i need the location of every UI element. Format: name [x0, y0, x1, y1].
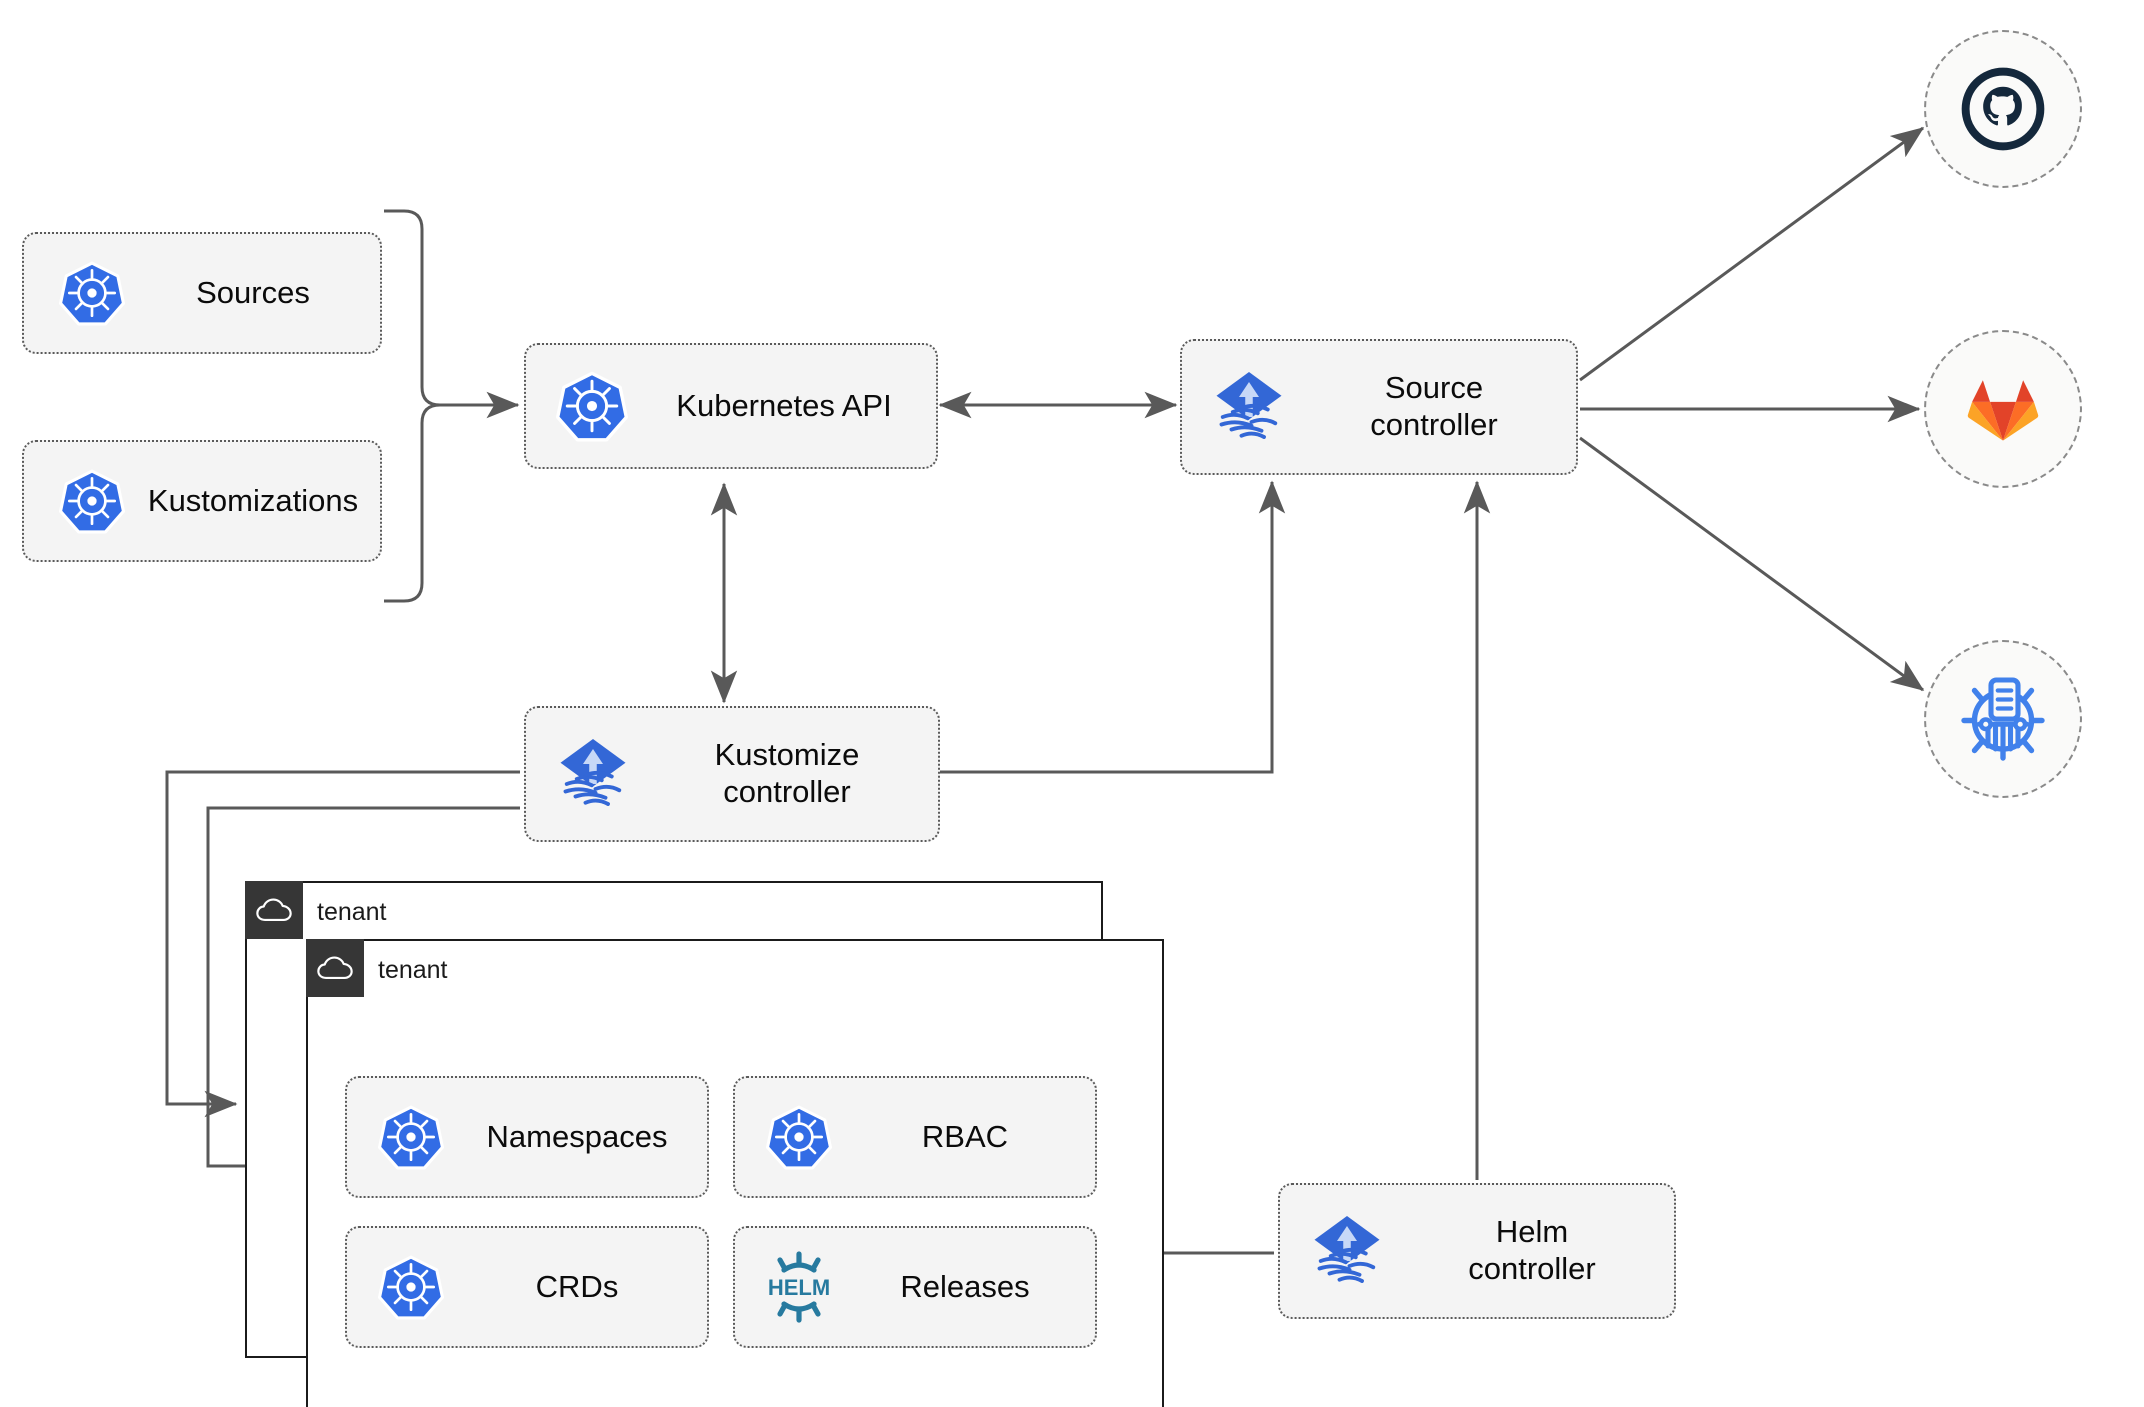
external-source-helm-repository[interactable]	[1924, 640, 2082, 798]
flux-icon	[1194, 367, 1304, 447]
tenant-resource-crds[interactable]: CRDs	[345, 1226, 709, 1348]
kubernetes-icon	[46, 260, 138, 326]
helm-icon: HELM	[751, 1248, 847, 1326]
tenant-resource-rbac[interactable]: RBAC	[733, 1076, 1097, 1198]
tenant-resource-label: Namespaces	[486, 1118, 668, 1154]
controller-card-kubernetes-api[interactable]: Kubernetes API	[524, 343, 938, 469]
kubernetes-icon	[751, 1104, 847, 1170]
tenant-tab	[244, 880, 303, 939]
kubernetes-icon	[46, 468, 138, 534]
tenant-label: tenant	[378, 955, 448, 984]
kubernetes-icon	[540, 370, 644, 442]
tenant-resource-label: Releases	[900, 1268, 1030, 1304]
flux-icon	[1292, 1211, 1402, 1291]
tenant-resource-releases[interactable]: HELM Releases	[733, 1226, 1097, 1348]
github-icon	[1961, 67, 2045, 151]
external-source-github[interactable]	[1924, 30, 2082, 188]
resource-label: Kustomizations	[147, 482, 359, 518]
svg-text:HELM: HELM	[768, 1275, 830, 1300]
flux-icon	[538, 734, 648, 814]
external-source-gitlab[interactable]	[1924, 330, 2082, 488]
gitlab-icon	[1967, 380, 2039, 441]
controller-label: Kubernetes API	[676, 387, 892, 423]
controller-label: Helm controller	[1468, 1214, 1596, 1286]
cloud-icon	[316, 955, 353, 979]
cloud-icon	[255, 897, 292, 921]
controller-card-source-controller[interactable]: Source controller	[1180, 339, 1578, 475]
tenant-tab	[305, 938, 364, 997]
tenant-resource-label: RBAC	[921, 1118, 1009, 1154]
tenant-resource-namespaces[interactable]: Namespaces	[345, 1076, 709, 1198]
kubernetes-icon	[363, 1104, 459, 1170]
resource-card-kustomizations[interactable]: Kustomizations	[22, 440, 382, 562]
kubernetes-icon	[363, 1254, 459, 1320]
controller-label: Kustomize controller	[714, 737, 860, 809]
helm-repository-icon	[1961, 677, 2045, 761]
resource-label: Sources	[196, 274, 310, 310]
controller-card-helm-controller[interactable]: Helm controller	[1278, 1183, 1676, 1319]
tenant-resource-label: CRDs	[535, 1268, 619, 1304]
tenant-frame-front[interactable]: tenant Namespaces	[305, 938, 1164, 1407]
controller-label: Source controller	[1370, 370, 1498, 442]
resource-card-sources[interactable]: Sources	[22, 232, 382, 354]
controller-card-kustomize-controller[interactable]: Kustomize controller	[524, 706, 940, 842]
tenant-label: tenant	[317, 897, 387, 926]
